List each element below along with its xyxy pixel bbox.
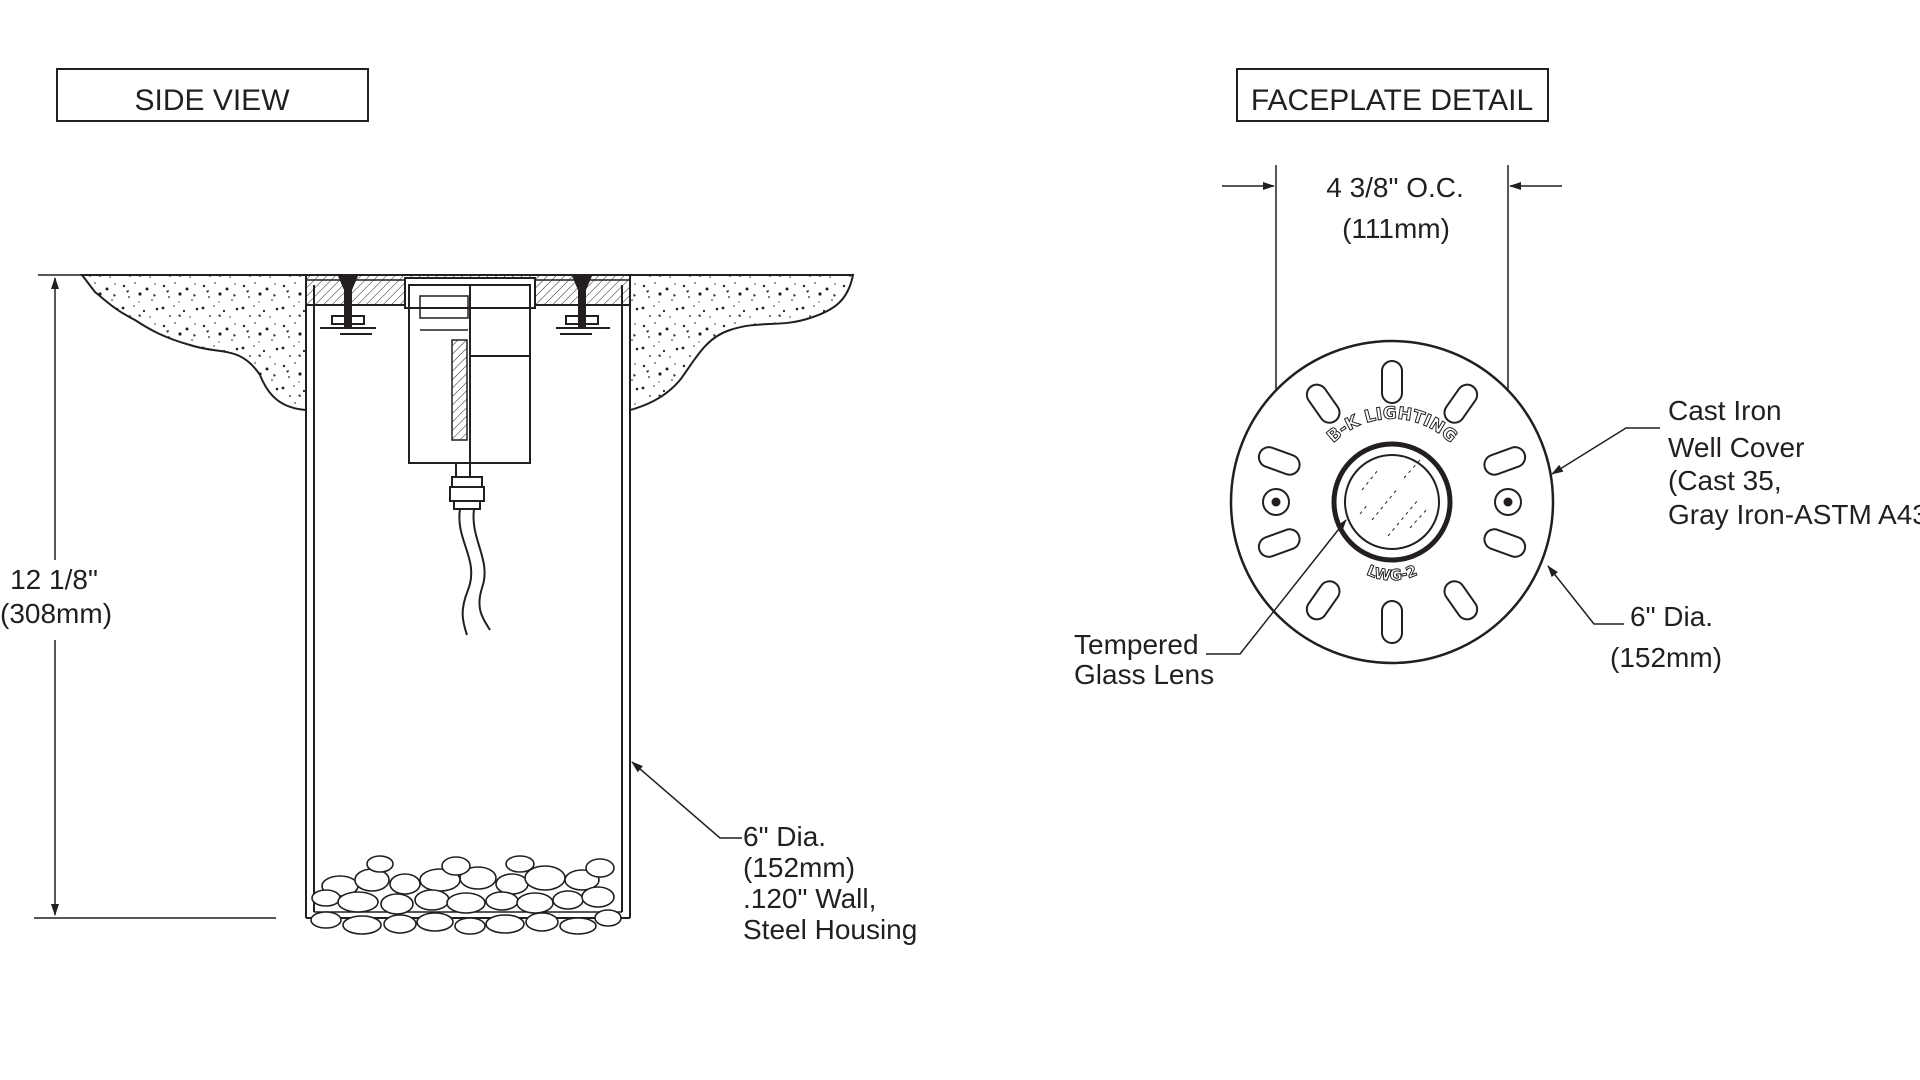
oc-dimension-label-mm: (111mm) <box>1342 213 1450 244</box>
height-dimension <box>34 274 276 919</box>
ventilation-slot <box>1443 383 1479 424</box>
light-fixture <box>408 284 531 510</box>
diameter-leader <box>1547 565 1624 625</box>
lens-leader <box>1206 519 1347 655</box>
mounting-screw-left <box>320 276 376 335</box>
screw-hole-left <box>1262 488 1290 516</box>
ventilation-slot <box>1305 383 1341 424</box>
concrete-left <box>79 274 307 412</box>
ventilation-slots <box>1257 360 1527 644</box>
side-view-title-box <box>56 68 369 122</box>
cover-callout-line-2: Well Cover <box>1668 432 1804 463</box>
ventilation-slot <box>1381 600 1403 644</box>
ventilation-slot <box>1257 528 1301 558</box>
steel-housing <box>305 275 631 919</box>
ventilation-slot <box>1443 580 1479 621</box>
lens-callout-line-1: Tempered <box>1074 629 1199 660</box>
cover-callout-line-1: Cast Iron <box>1668 395 1782 426</box>
faceplate-title-box <box>1236 68 1549 122</box>
height-dimension-label: 12 1/8" <box>10 564 98 595</box>
concrete-right <box>629 274 855 412</box>
diameter-callout-line-2: (152mm) <box>1610 642 1722 673</box>
ventilation-slot <box>1305 580 1341 621</box>
ventilation-slot <box>1381 360 1403 404</box>
cover-callout-line-4: Gray Iron-ASTM A43) <box>1668 499 1920 530</box>
model-lettering: LWG-2 <box>1364 561 1419 584</box>
tempered-glass-lens <box>1331 441 1453 563</box>
screw-hole-right <box>1494 488 1522 516</box>
side-view-title: SIDE VIEW <box>134 84 290 117</box>
housing-leader <box>631 761 742 839</box>
faceplate-title: FACEPLATE DETAIL <box>1251 84 1533 117</box>
housing-callout-line-4: Steel Housing <box>743 914 917 945</box>
cover-leader <box>1551 427 1660 475</box>
cover-callout-line-3: (Cast 35, <box>1668 465 1782 496</box>
ventilation-slot <box>1483 446 1527 476</box>
oc-dimension-label: 4 3/8" O.C. <box>1326 172 1464 203</box>
side-view: SIDE VIEW <box>0 68 917 945</box>
gravel-bed <box>310 855 622 935</box>
power-cable <box>458 508 491 636</box>
housing-callout-line-1: 6" Dia. <box>743 821 826 852</box>
housing-callout-line-3: .120" Wall, <box>743 883 876 914</box>
faceplate-detail: FACEPLATE DETAIL 4 3/8" O.C. (111mm) <box>1074 68 1920 690</box>
height-dimension-label-mm: (308mm) <box>0 598 112 629</box>
ventilation-slot <box>1257 446 1301 476</box>
lens-callout-line-2: Glass Lens <box>1074 659 1214 690</box>
housing-callout-line-2: (152mm) <box>743 852 855 883</box>
ventilation-slot <box>1483 528 1527 558</box>
mounting-screw-right <box>556 276 610 335</box>
diameter-callout-line-1: 6" Dia. <box>1630 601 1713 632</box>
